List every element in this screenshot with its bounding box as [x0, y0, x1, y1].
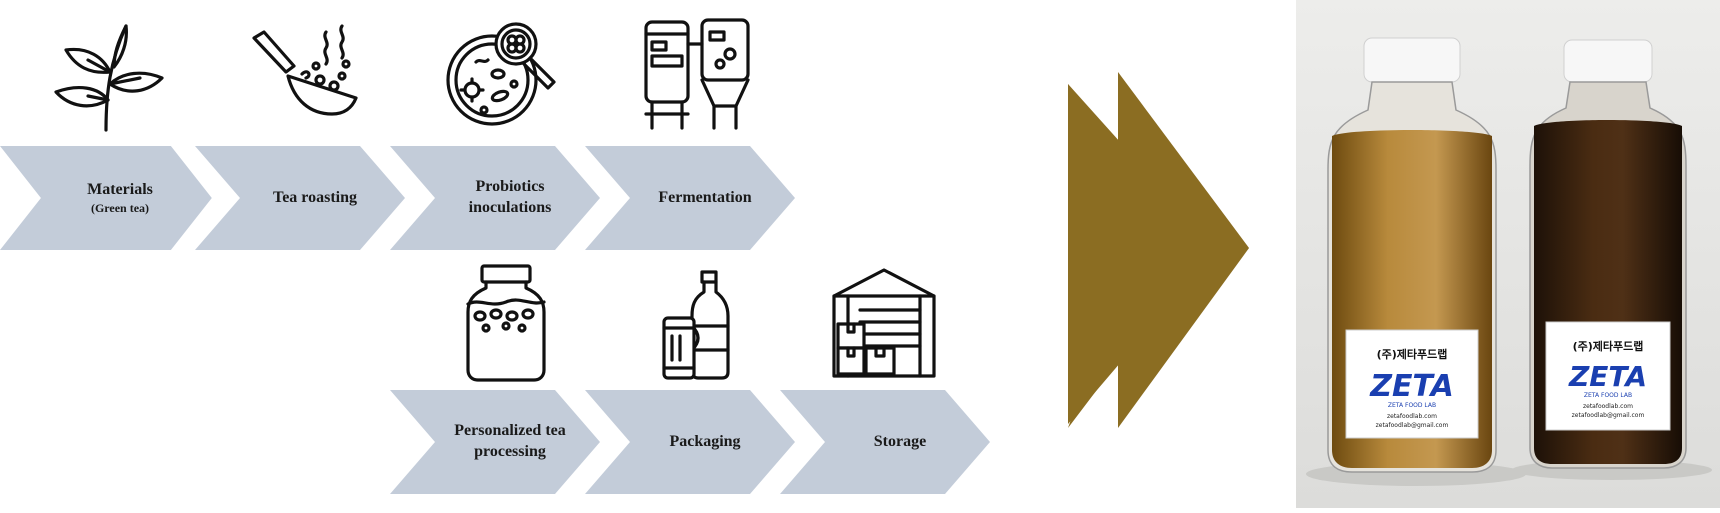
step-packaging-label: Packaging — [669, 432, 741, 450]
chevron-fermentation — [585, 146, 795, 250]
step-materials: Materials (Green tea) — [30, 146, 210, 250]
chevron-materials — [0, 146, 212, 250]
chevron-packaging — [585, 390, 795, 494]
petri-dish-magnifier-icon — [442, 14, 560, 132]
bottles-illustration: (주)제타푸드랩 ZETA ZETA FOOD LAB zetafoodlab.… — [1296, 0, 1720, 508]
right-label-brand-sub: ZETA FOOD LAB — [1584, 392, 1632, 399]
chevron-tea-roasting — [195, 146, 405, 250]
step-packaging: Packaging — [615, 390, 795, 494]
warehouse-icon — [830, 266, 938, 380]
step-storage-label: Storage — [873, 432, 927, 450]
step-probiotics-label: Probiotics inoculations — [468, 178, 552, 216]
right-label-email: zetafoodlab@gmail.com — [1572, 412, 1645, 419]
step-probiotics: Probiotics inoculations — [420, 146, 600, 250]
jar-icon — [460, 262, 552, 384]
left-label-website: zetafoodlab.com — [1387, 413, 1437, 420]
left-label-brand: ZETA — [1369, 369, 1454, 404]
left-label-email: zetafoodlab@gmail.com — [1376, 422, 1449, 429]
chevron-personalized — [390, 390, 600, 494]
bottle-and-can-icon — [660, 268, 736, 380]
product-photo: (주)제타푸드랩 ZETA ZETA FOOD LAB zetafoodlab.… — [1296, 0, 1720, 508]
wok-pan-icon — [246, 18, 364, 128]
right-label-brand: ZETA — [1568, 360, 1647, 393]
fermentation-tank-icon — [640, 14, 754, 132]
step-personalized-label: Personalized tea processing — [454, 422, 566, 460]
step-storage: Storage — [810, 390, 990, 494]
step-fermentation-label: Fermentation — [658, 188, 752, 206]
right-label-korean: (주)제타푸드랩 — [1573, 339, 1644, 353]
tea-plant-icon — [48, 12, 168, 132]
step-materials-sub: (Green tea) — [90, 200, 150, 215]
step-personalized: Personalized tea processing — [420, 390, 600, 494]
chevron-storage — [780, 390, 990, 494]
left-label-korean: (주)제타푸드랩 — [1377, 347, 1448, 361]
step-materials-label: Materials — [87, 180, 153, 198]
step-fermentation: Fermentation — [615, 146, 795, 250]
chevron-probiotics — [390, 146, 600, 250]
left-label-brand-sub: ZETA FOOD LAB — [1388, 402, 1436, 409]
right-label-website: zetafoodlab.com — [1583, 403, 1633, 410]
step-tea-roasting: Tea roasting — [225, 146, 405, 250]
step-tea-roasting-label: Tea roasting — [272, 188, 357, 206]
result-arrow — [1068, 72, 1250, 428]
